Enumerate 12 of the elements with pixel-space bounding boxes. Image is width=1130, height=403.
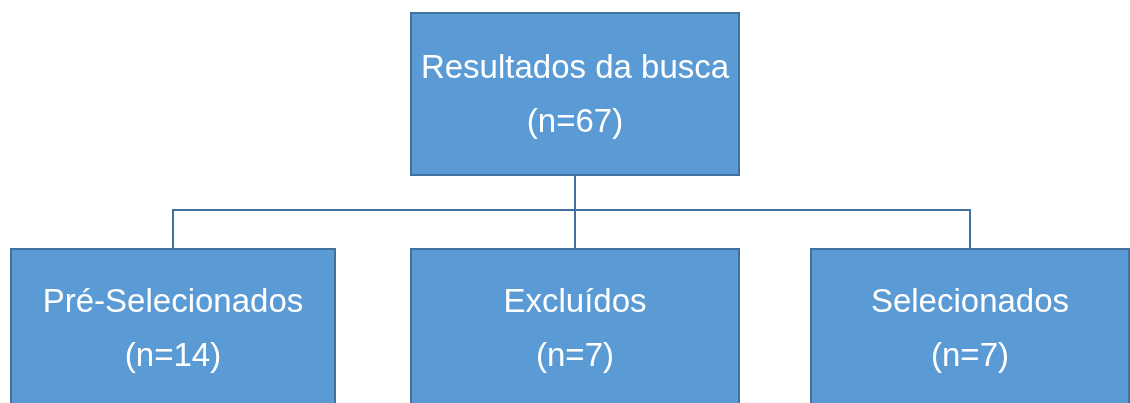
- process-box: [10, 248, 336, 403]
- process-box: [410, 248, 740, 403]
- node-title: Pré-Selecionados: [42, 281, 304, 321]
- count-label: (n=7): [536, 335, 614, 375]
- node-title: Selecionados: [870, 281, 1070, 321]
- count-label: (n=67): [526, 101, 624, 141]
- count-label: (n=14): [124, 335, 222, 375]
- count-label: (n=7): [931, 335, 1009, 375]
- process-box: [410, 12, 740, 176]
- node-title: Resultados da busca: [420, 47, 730, 87]
- process-box: [810, 248, 1130, 403]
- node-title: Excluídos: [503, 281, 647, 321]
